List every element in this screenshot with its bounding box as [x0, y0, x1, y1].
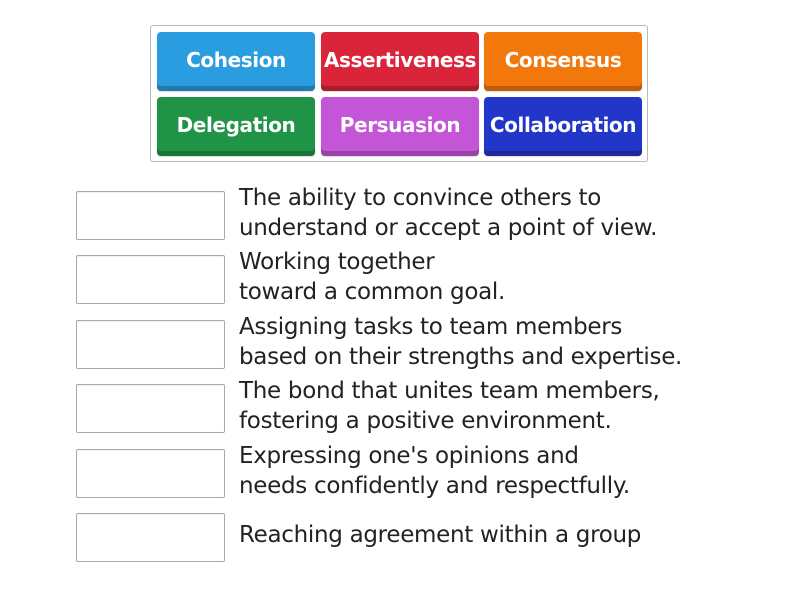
definition-line-2: toward a common goal.	[239, 279, 506, 305]
tile-label: Consensus	[504, 48, 622, 72]
tile-delegation[interactable]: Delegation	[157, 97, 315, 156]
tile-cohesion[interactable]: Cohesion	[157, 32, 315, 91]
definition-line-1: The ability to convince others to	[239, 185, 602, 211]
tile-label: Collaboration	[489, 113, 637, 137]
tile-label: Delegation	[176, 113, 296, 137]
definition-line-2: based on their strengths and expertise.	[239, 344, 683, 370]
definition-line-2: fostering a positive environment.	[239, 408, 612, 434]
tile-label: Persuasion	[339, 113, 461, 137]
definition-line-1: Reaching agreement within a group	[239, 522, 642, 548]
definition-text: The bond that unites team members, foster…	[239, 376, 660, 436]
definition-line-2: understand or accept a point of view.	[239, 215, 658, 241]
tile-bank: Cohesion Assertiveness Consensus Delegat…	[150, 25, 648, 162]
drop-box[interactable]	[76, 384, 225, 433]
drop-box[interactable]	[76, 255, 225, 304]
match-row: Assigning tasks to team members based on …	[0, 314, 800, 380]
tile-collaboration[interactable]: Collaboration	[484, 97, 642, 156]
drop-box[interactable]	[76, 513, 225, 562]
tile-persuasion[interactable]: Persuasion	[321, 97, 479, 156]
match-row: The ability to convince others to underst…	[0, 185, 800, 251]
definition-text: Working together toward a common goal.	[239, 247, 505, 307]
match-row: Reaching agreement within a group	[0, 513, 800, 573]
definition-line-2: needs confidently and respectfully.	[239, 473, 630, 499]
definition-line-1: Expressing one's opinions and	[239, 443, 579, 469]
tile-assertiveness[interactable]: Assertiveness	[321, 32, 479, 91]
definition-line-1: Working together	[239, 249, 435, 275]
definition-line-1: Assigning tasks to team members	[239, 314, 623, 340]
match-row: Working together toward a common goal.	[0, 249, 800, 315]
definition-line-1: The bond that unites team members,	[239, 378, 660, 404]
definition-text: The ability to convince others to underst…	[239, 183, 657, 243]
match-row: Expressing one's opinions and needs confi…	[0, 443, 800, 509]
definition-text: Reaching agreement within a group	[239, 520, 641, 550]
definition-text: Expressing one's opinions and needs confi…	[239, 441, 630, 501]
tile-label: Cohesion	[186, 48, 286, 72]
tile-consensus[interactable]: Consensus	[484, 32, 642, 91]
drop-box[interactable]	[76, 449, 225, 498]
drop-box[interactable]	[76, 191, 225, 240]
drop-box[interactable]	[76, 320, 225, 369]
match-row: The bond that unites team members, foster…	[0, 378, 800, 444]
definition-text: Assigning tasks to team members based on …	[239, 312, 682, 372]
tile-label: Assertiveness	[323, 48, 477, 72]
